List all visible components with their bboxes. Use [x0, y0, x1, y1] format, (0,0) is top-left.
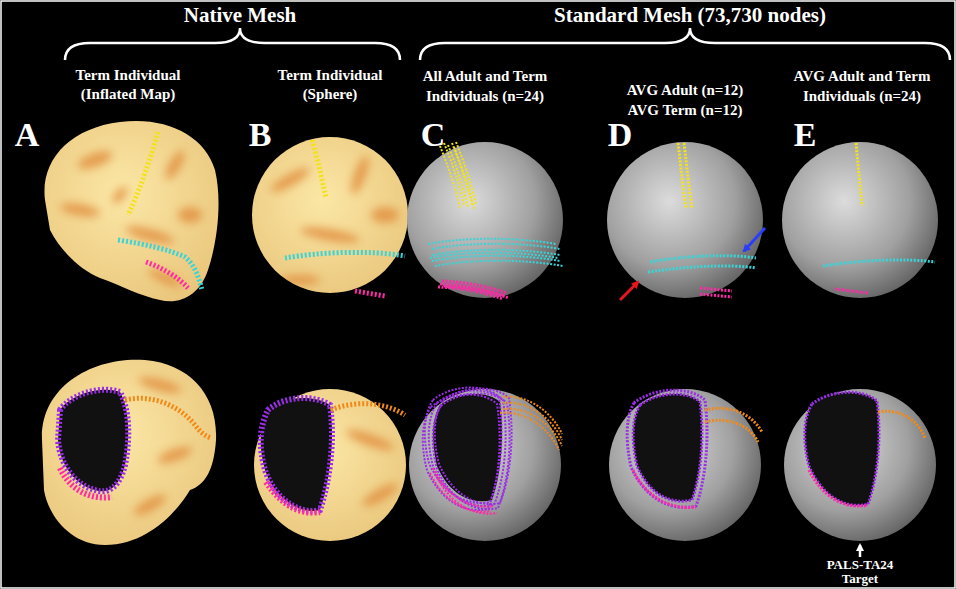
panel-letter: D [603, 116, 637, 154]
panel-letter: E [788, 116, 822, 154]
column-label: All Adult and Term Individuals (n=24) [413, 66, 557, 106]
panel-letter: C [416, 116, 450, 154]
column-label: AVG Adult and Term Individuals (n=24) [790, 66, 934, 106]
group-heading: Native Mesh [120, 3, 360, 27]
panel-letter: B [243, 116, 277, 154]
column-label: Term Individual (Sphere) [262, 66, 398, 104]
panel-letter: A [10, 116, 44, 154]
group-heading: Standard Mesh (73,730 nodes) [520, 3, 860, 27]
column-label: AVG Adult (n=12) AVG Term (n=12) [620, 80, 750, 120]
column-label: Term Individual (Inflated Map) [60, 66, 196, 104]
target-note: PALS-TA24 Target [818, 558, 902, 586]
